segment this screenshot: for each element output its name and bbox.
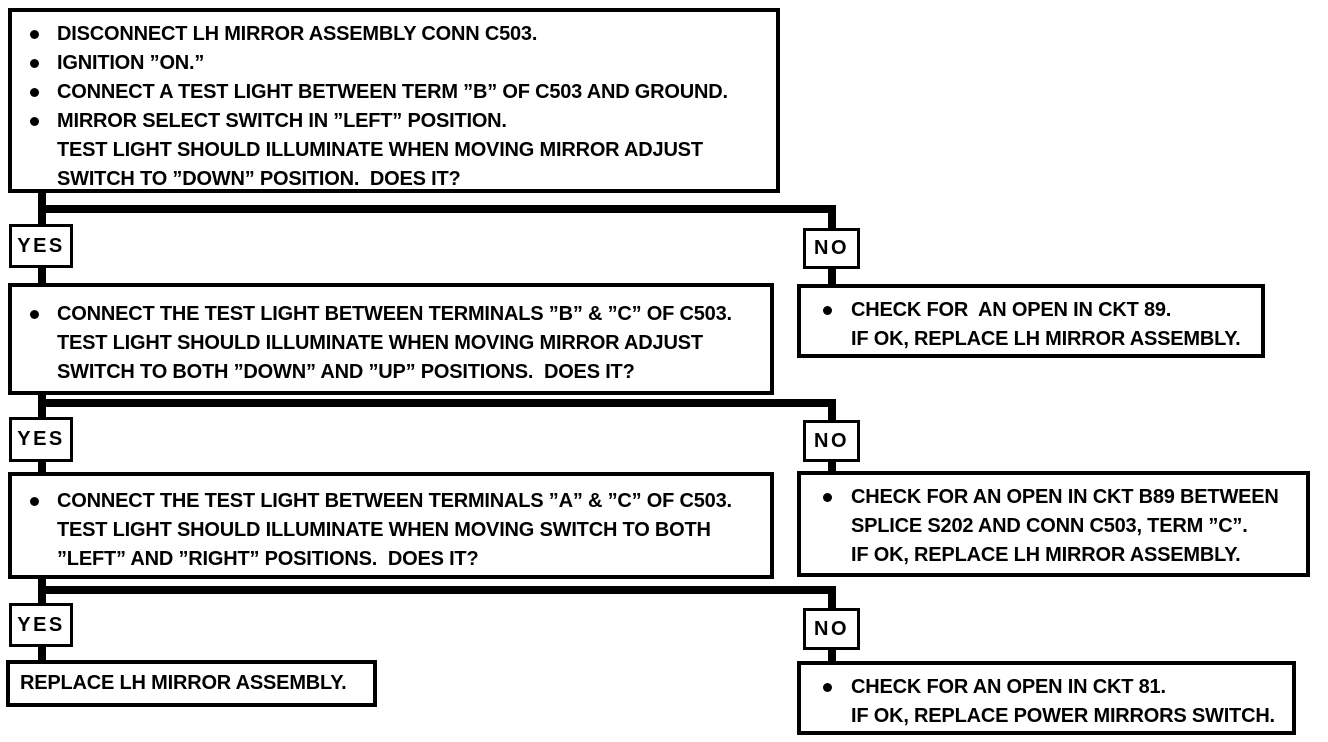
connector-branch3-bar [38,586,836,594]
no-label-text: NO [814,237,849,259]
yes-label-text: YES [17,613,65,636]
instruction-item: DISCONNECT LH MIRROR ASSEMBLY CONN C503. [12,20,776,49]
step2-question-box: CONNECT THE TEST LIGHT BETWEEN TERMINALS… [8,283,774,395]
step1-no-result-box: CHECK FOR AN OPEN IN CKT 89. IF OK, REPL… [797,284,1265,358]
bullet-icon [823,683,832,692]
connector-branch3-yes-stub [38,594,46,604]
connector-yes2-down [38,460,46,473]
no-label-2: NO [803,420,860,462]
no-label-1: NO [803,228,860,269]
connector-no1-down [828,267,836,285]
step1-instructions-box: DISCONNECT LH MIRROR ASSEMBLY CONN C503.… [8,8,780,193]
bullet-icon [30,59,39,68]
result-item: CHECK FOR AN OPEN IN CKT 81. IF OK, REPL… [801,673,1292,731]
bullet-icon [30,117,39,126]
connector-step3-down [38,577,46,588]
instruction-item: CONNECT THE TEST LIGHT BETWEEN TERMINALS… [12,300,770,387]
no-label-text: NO [814,617,849,640]
result-text: CHECK FOR AN OPEN IN CKT B89 BETWEEN SPL… [851,486,1279,566]
connector-branch1-yes-stub [38,213,46,227]
bullet-icon [823,306,832,315]
yes-label-2: YES [9,417,73,462]
bullet-icon [30,497,39,506]
instruction-text: DISCONNECT LH MIRROR ASSEMBLY CONN C503. [57,23,538,45]
no-label-text: NO [814,429,849,452]
result-text: CHECK FOR AN OPEN IN CKT 89. IF OK, REPL… [851,299,1241,350]
step3-yes-result-box: REPLACE LH MIRROR ASSEMBLY. [6,660,377,707]
step2-no-result-box: CHECK FOR AN OPEN IN CKT B89 BETWEEN SPL… [797,471,1310,577]
connector-step2-down [38,393,46,401]
yes-label-text: YES [17,234,65,257]
connector-yes3-down [38,645,46,661]
result-text: CHECK FOR AN OPEN IN CKT 81. IF OK, REPL… [851,676,1275,727]
instruction-item: CONNECT THE TEST LIGHT BETWEEN TERMINALS… [12,487,770,574]
result-item: CHECK FOR AN OPEN IN CKT B89 BETWEEN SPL… [801,483,1306,570]
bullet-icon [30,30,39,39]
bullet-icon [30,310,39,319]
result-item: CHECK FOR AN OPEN IN CKT 89. IF OK, REPL… [801,296,1261,354]
connector-branch2-bar [38,399,836,407]
bullet-icon [823,493,832,502]
connector-branch1-bar [38,205,836,213]
instruction-text: CONNECT THE TEST LIGHT BETWEEN TERMINALS… [57,490,732,570]
connector-branch2-yes-stub [38,407,46,419]
connector-step1-down [38,191,46,206]
connector-no2-down [828,460,836,472]
connector-branch1-no-stub [828,213,836,230]
instruction-item: MIRROR SELECT SWITCH IN ”LEFT” POSITION.… [12,107,776,194]
connector-yes1-down [38,266,46,284]
connector-no3-down [828,648,836,662]
instruction-text: CONNECT A TEST LIGHT BETWEEN TERM ”B” OF… [57,81,728,103]
connector-branch3-no-stub [828,594,836,610]
no-label-3: NO [803,608,860,650]
yes-label-text: YES [17,428,65,450]
step3-question-box: CONNECT THE TEST LIGHT BETWEEN TERMINALS… [8,472,774,579]
instruction-text: MIRROR SELECT SWITCH IN ”LEFT” POSITION.… [57,110,703,190]
instruction-text: IGNITION ”ON.” [57,52,205,74]
yes-label-3: YES [9,603,73,647]
bullet-icon [30,88,39,97]
instruction-text: CONNECT THE TEST LIGHT BETWEEN TERMINALS… [57,303,732,383]
yes-label-1: YES [9,224,73,268]
instruction-item: CONNECT A TEST LIGHT BETWEEN TERM ”B” OF… [12,78,776,107]
step3-no-result-box: CHECK FOR AN OPEN IN CKT 81. IF OK, REPL… [797,661,1296,735]
result-text: REPLACE LH MIRROR ASSEMBLY. [20,672,347,694]
instruction-item: IGNITION ”ON.” [12,49,776,78]
connector-branch2-no-stub [828,407,836,422]
